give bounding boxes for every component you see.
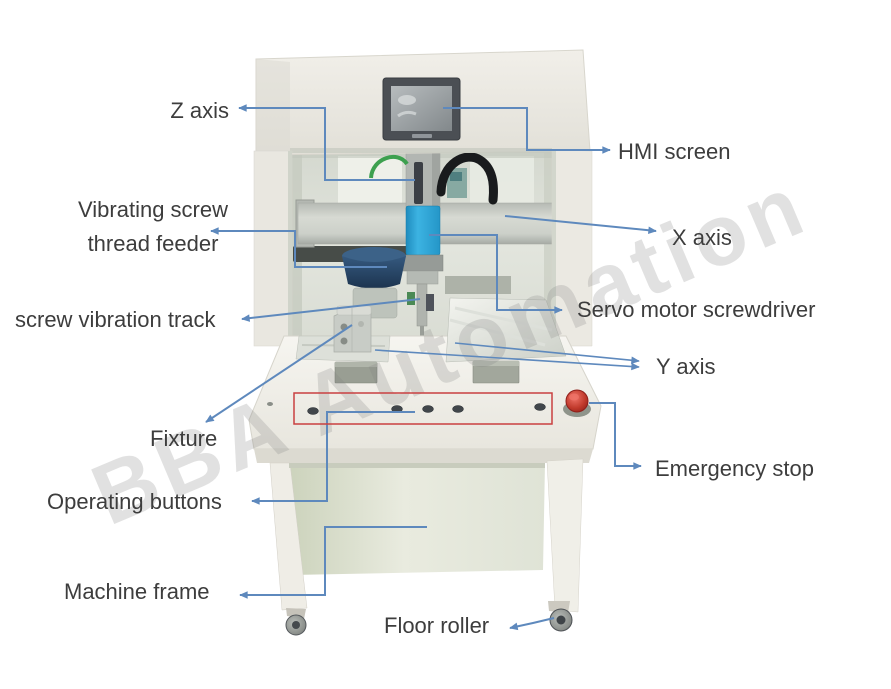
servo-motor-screwdriver — [402, 205, 444, 285]
hmi-screen — [382, 77, 461, 141]
label-z-axis: Z axis — [170, 98, 229, 123]
callout-z-axis — [238, 104, 415, 181]
table-hole — [267, 402, 273, 406]
y-motor-block-right — [472, 360, 520, 384]
label-vibrating-screw-thread-feeder: Vibrating screw thread feeder — [78, 197, 228, 256]
callout-operating-buttons — [251, 411, 415, 505]
y-motor-block-left — [334, 361, 378, 384]
floor-caster-right — [548, 601, 573, 632]
label-servo-motor-screwdriver: Servo motor screwdriver — [577, 297, 816, 322]
callout-emergency-stop — [589, 402, 642, 470]
label-screw-vibration-track: screw vibration track — [15, 307, 216, 332]
label-y-axis: Y axis — [656, 354, 716, 379]
operating-buttons-highlight-box — [293, 392, 553, 425]
callout-x-axis — [504, 215, 657, 235]
callout-y-axis-1 — [454, 342, 640, 365]
operating-buttons — [307, 403, 546, 415]
callout-fixture — [205, 324, 353, 423]
emergency-stop-button — [563, 389, 591, 417]
label-hmi-screen: HMI screen — [618, 139, 731, 164]
callout-floor-roller — [509, 617, 555, 631]
floor-caster-left — [285, 608, 307, 636]
pillar-edge — [552, 151, 556, 346]
label-emergency-stop: Emergency stop — [655, 456, 814, 481]
interior-window — [338, 156, 402, 208]
vibrating-feeder-bowl — [342, 247, 406, 319]
label-fixture: Fixture — [150, 426, 218, 451]
fixture-block — [333, 305, 372, 353]
cable-drag-chain — [436, 152, 498, 205]
label-operating-buttons: Operating buttons — [47, 489, 222, 514]
callout-y-axis-2 — [374, 349, 640, 371]
label-floor-roller: Floor roller — [384, 613, 490, 638]
callout-servo-screwdriver — [429, 234, 563, 314]
control-board-chip — [450, 172, 462, 181]
callout-screw-vibration-track — [241, 298, 421, 322]
label-x-axis: X axis — [672, 225, 732, 250]
screw-track-assembly — [407, 283, 434, 336]
callout-hmi-screen — [443, 107, 611, 154]
back-platform — [445, 276, 511, 294]
callout-machine-frame — [239, 526, 427, 599]
label-machine-frame: Machine frame — [64, 579, 210, 604]
green-cable — [369, 155, 409, 179]
callout-vibrating-feeder — [210, 227, 387, 268]
table-apron — [254, 449, 593, 463]
machine-base-frame — [269, 458, 584, 613]
pillar-edge — [288, 151, 292, 346]
y-axis-rail-right — [445, 297, 567, 363]
